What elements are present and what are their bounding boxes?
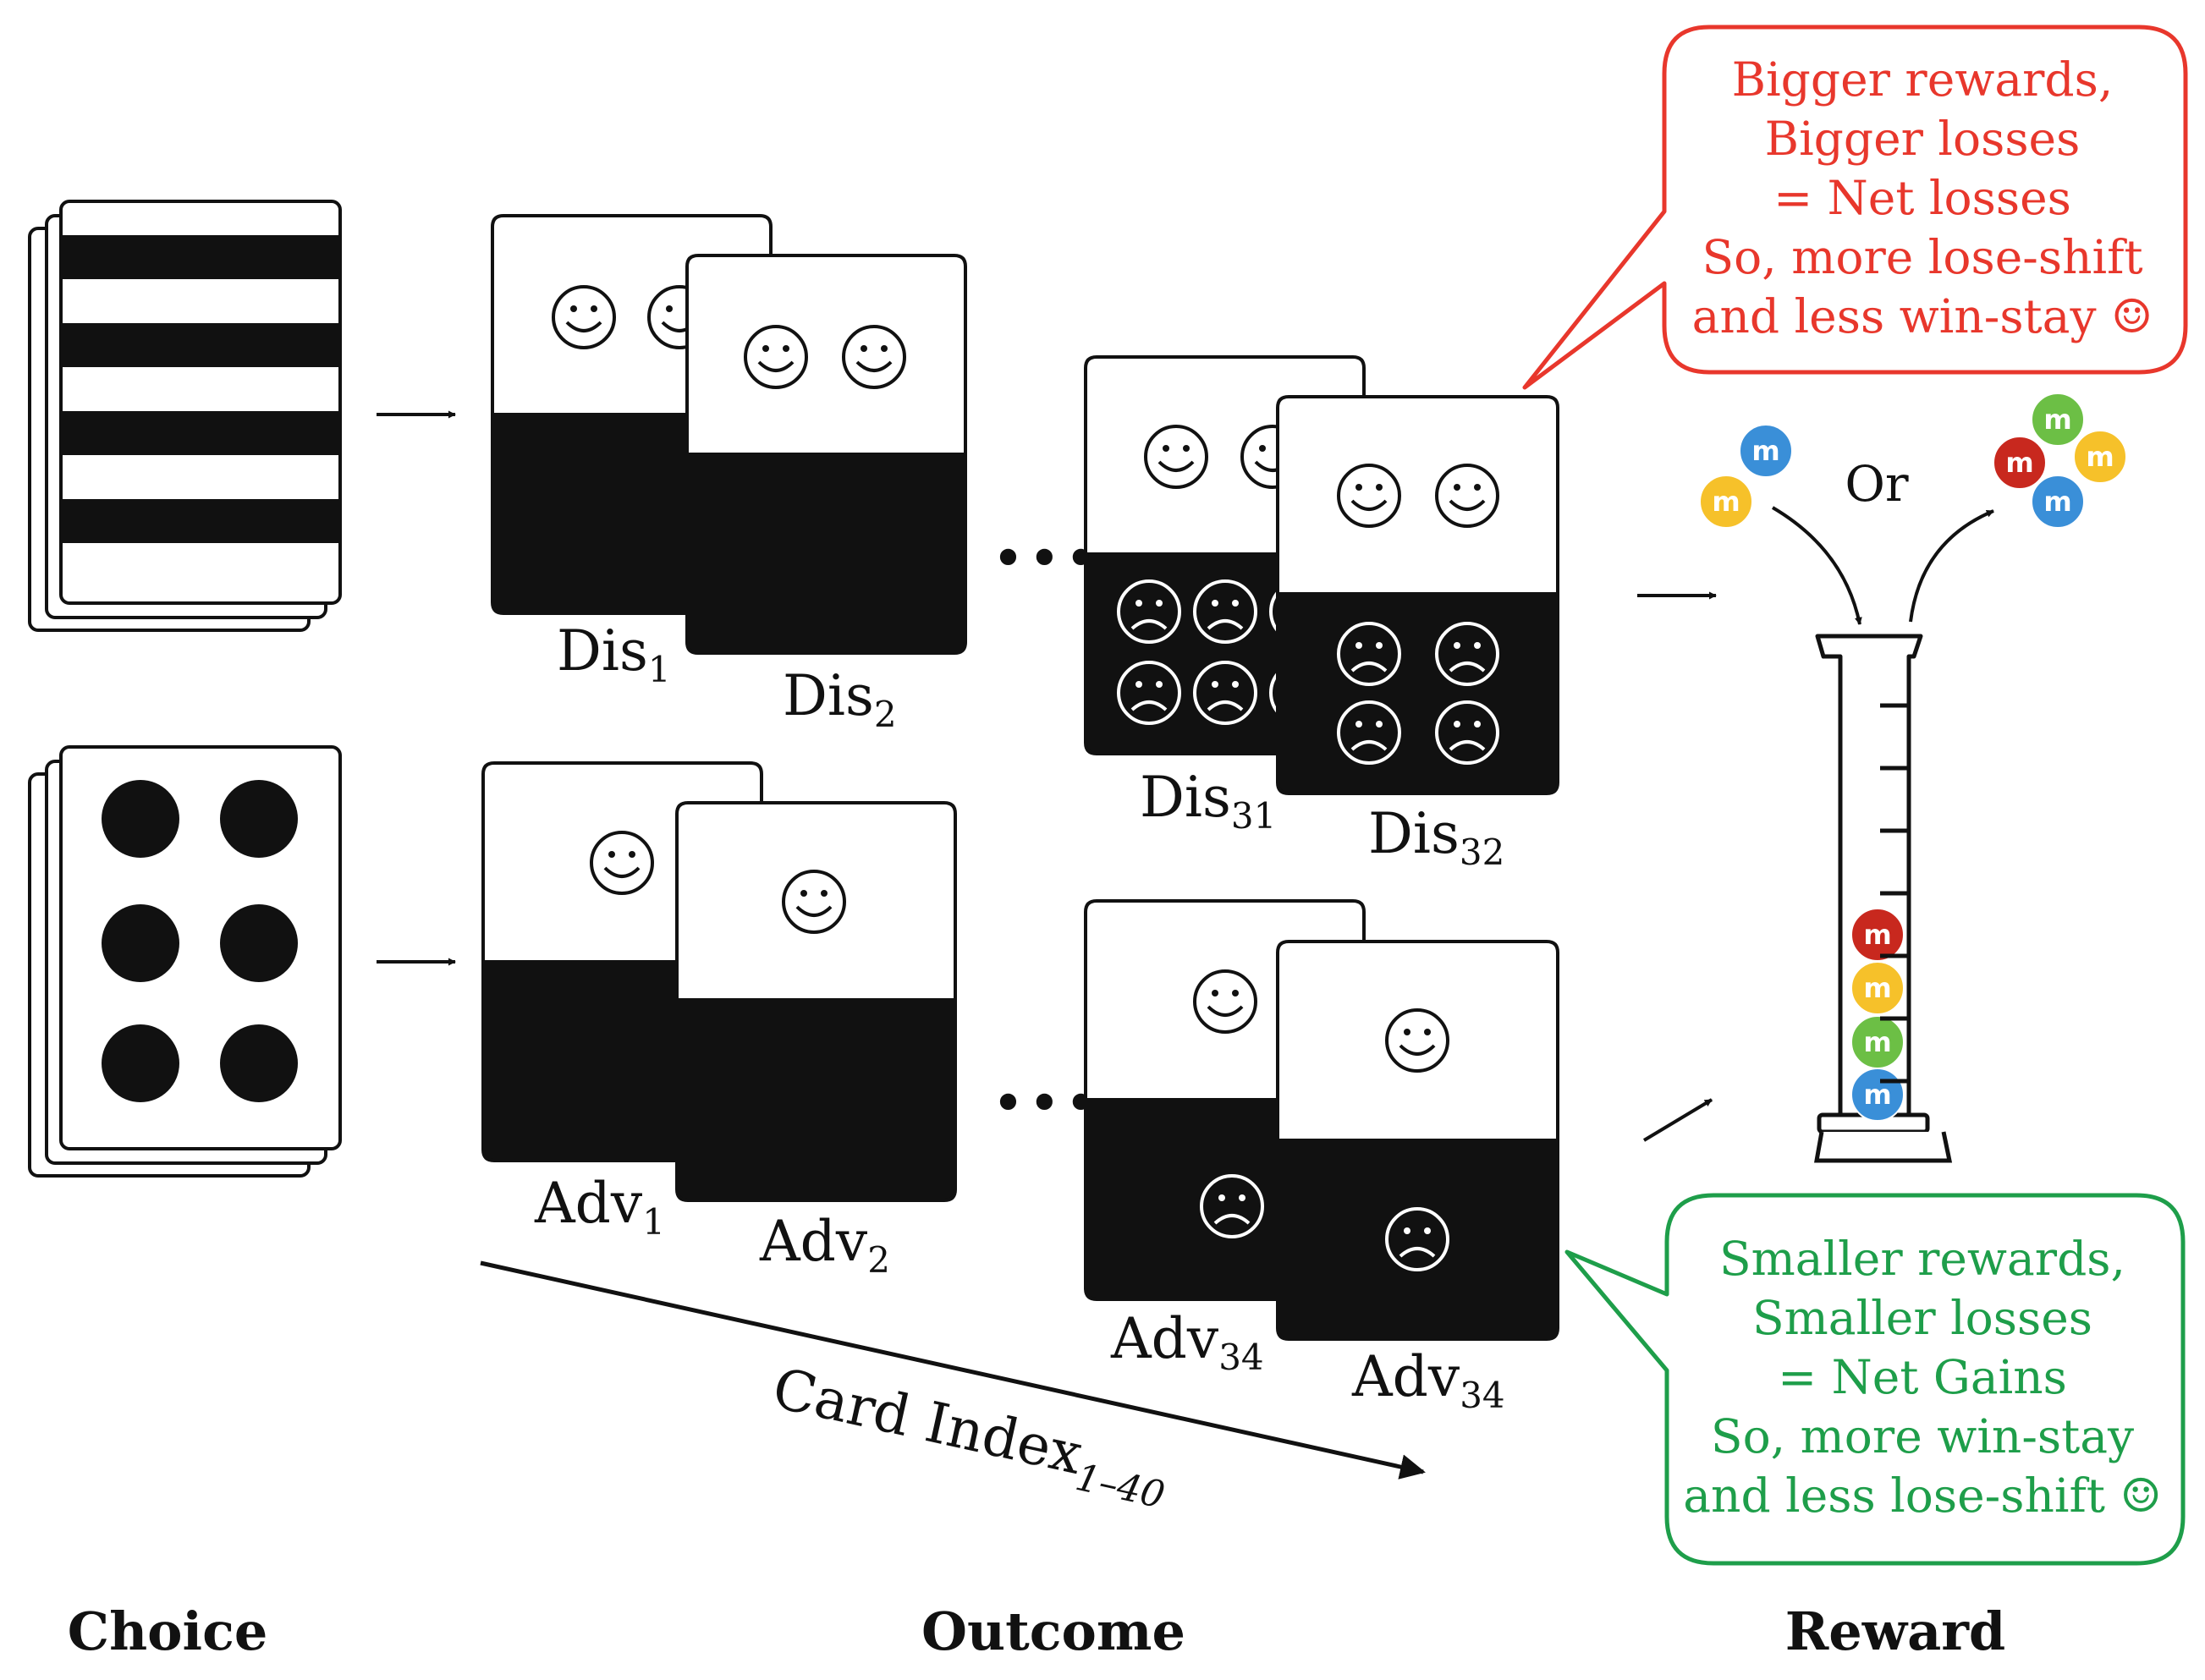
svg-text:m: m xyxy=(1751,435,1779,467)
card-index-label: Card Index1–40 xyxy=(765,1355,1176,1517)
svg-text:m: m xyxy=(2086,441,2114,473)
label-dis1: Dis1 xyxy=(557,618,671,690)
red-callout-line-2: Bigger losses xyxy=(1765,112,2081,166)
section-outcome: Outcome xyxy=(921,1600,1185,1662)
section-choice: Choice xyxy=(68,1600,268,1662)
label-adv2: Adv2 xyxy=(759,1209,890,1281)
card-adv2 xyxy=(675,801,957,1202)
green-callout-line-2: Smaller losses xyxy=(1752,1291,2092,1345)
ellipsis-bottom: ••• xyxy=(992,1071,1101,1136)
svg-text:m: m xyxy=(1712,486,1740,518)
candy-pair-in: m m xyxy=(1699,424,1793,529)
curve-arrow-out xyxy=(1909,509,1994,623)
label-adv34-front: Adv34 xyxy=(1351,1344,1505,1416)
svg-text:m: m xyxy=(2043,486,2071,518)
card-index-arrow xyxy=(480,1260,1426,1480)
curve-arrow-in xyxy=(1771,506,1862,625)
green-callout-line-5: and less lose-shift ☺ xyxy=(1683,1469,2162,1523)
svg-text:m: m xyxy=(1863,1026,1891,1058)
card-adv34-front xyxy=(1276,940,1559,1341)
label-dis31: Dis31 xyxy=(1140,765,1276,837)
red-callout-line-4: So, more lose-shift xyxy=(1702,230,2142,284)
green-callout-line-1: Smaller rewards, xyxy=(1719,1232,2125,1286)
green-callout-line-3: = Net Gains xyxy=(1778,1350,2067,1404)
svg-text:m: m xyxy=(2043,404,2071,436)
green-callout-line-4: So, more win-stay xyxy=(1711,1409,2134,1463)
red-callout-line-1: Bigger rewards, xyxy=(1732,52,2114,107)
section-reward: Reward xyxy=(1785,1600,2006,1662)
red-callout-line-3: = Net losses xyxy=(1773,171,2071,225)
label-adv34-back: Adv34 xyxy=(1110,1306,1264,1378)
dots-deck[interactable] xyxy=(28,745,342,1178)
label-dis2: Dis2 xyxy=(783,663,897,735)
label-dis32: Dis32 xyxy=(1368,801,1504,873)
candy-cluster-out: m m m m xyxy=(1993,393,2127,529)
svg-text:m: m xyxy=(2005,447,2033,479)
svg-text:m: m xyxy=(1863,972,1891,1004)
label-adv1: Adv1 xyxy=(534,1171,665,1243)
red-callout: Bigger rewards, Bigger losses = Net loss… xyxy=(1522,25,2188,390)
striped-deck[interactable] xyxy=(28,200,342,632)
green-callout: Smaller rewards, Smaller losses = Net Ga… xyxy=(1564,1193,2186,1566)
card-dis2 xyxy=(685,254,967,655)
red-callout-line-5: and less win-stay ☺ xyxy=(1692,289,2153,343)
svg-text:m: m xyxy=(1863,1079,1891,1111)
card-dis32 xyxy=(1276,395,1559,795)
outcome-arrow-bottom xyxy=(1642,1098,1713,1142)
or-label: Or xyxy=(1845,455,1909,513)
svg-text:m: m xyxy=(1863,919,1891,951)
ellipsis-top: ••• xyxy=(992,526,1101,591)
